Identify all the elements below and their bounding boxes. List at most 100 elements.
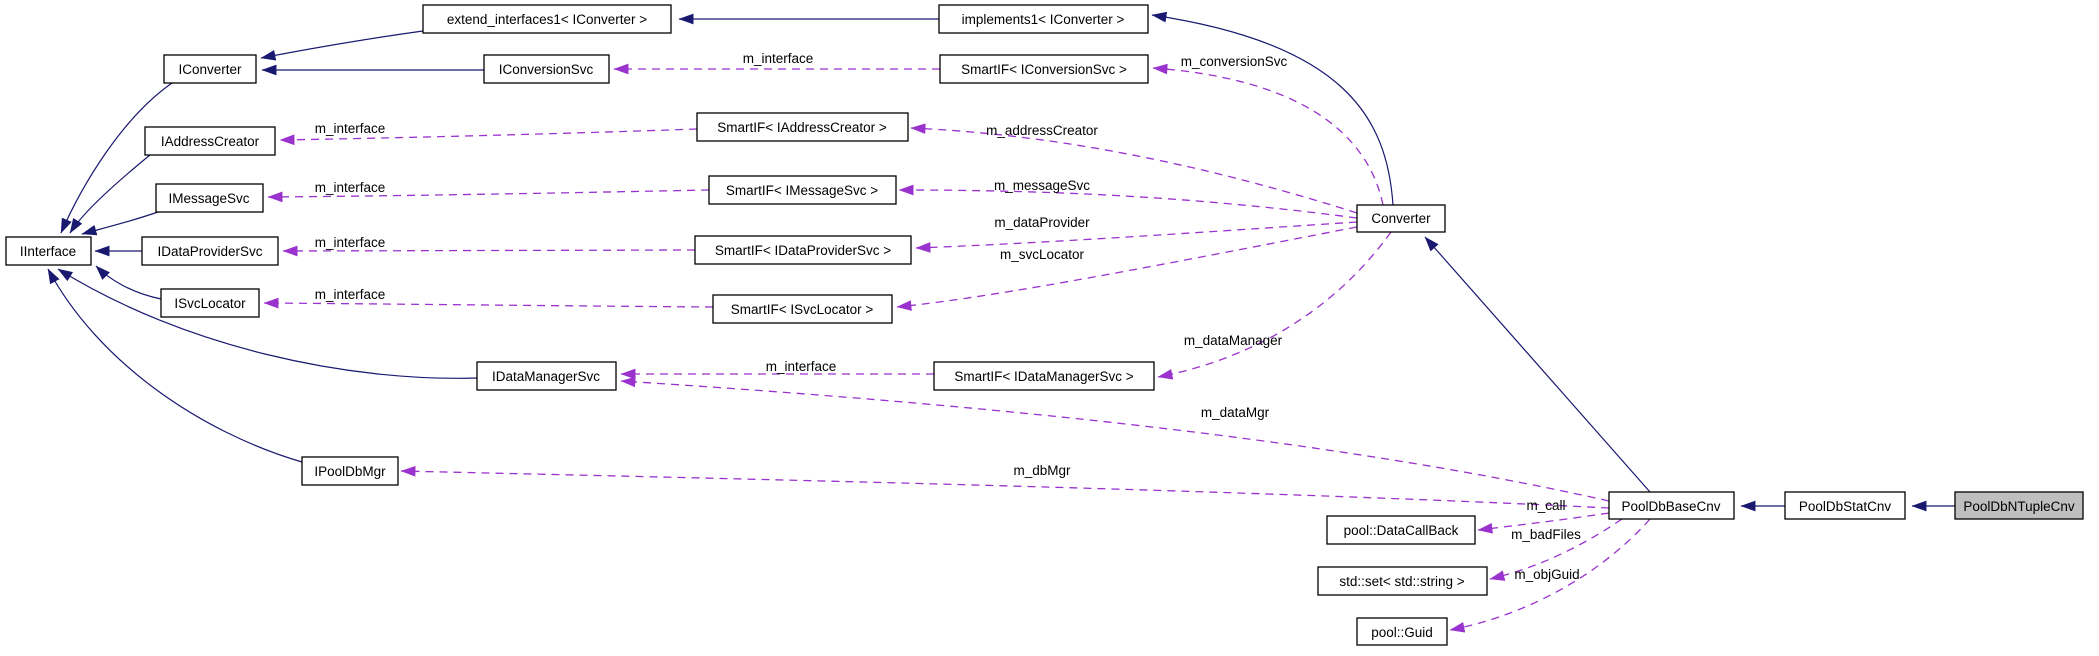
node-box [1326,515,1476,545]
node-isvclocator[interactable]: ISvcLocator [160,288,260,318]
node-box [933,361,1155,391]
edge-label-m-badfiles: m_badFiles [1511,527,1581,542]
node-box [708,175,897,205]
node-iinterface[interactable]: IInterface [5,236,92,266]
node-box [1608,491,1735,520]
edge-smartif-imessagesvc-to-imessagesvc [267,189,710,203]
node-std-set-std-string[interactable]: std::set< std::string > [1317,566,1488,596]
node-label: extend_interfaces1< IConverter > [447,12,647,27]
node-label: pool::DataCallBack [1344,523,1459,538]
inheritance-edges [47,11,1955,512]
edge-label-m-dataprovider: m_dataProvider [994,215,1090,230]
node-label: IPoolDbMgr [314,464,386,479]
node-imessagesvc[interactable]: IMessageSvc [155,183,264,213]
node-label: PoolDbStatCnv [1799,499,1892,514]
edge-pooldbbasecnv-m-datamgr [620,376,1610,502]
node-label: std::set< std::string > [1339,574,1464,589]
node-implements1-iconverter[interactable]: implements1< IConverter > [938,4,1149,34]
node-smartif-isvclocator[interactable]: SmartIF< ISvcLocator > [712,294,893,324]
edge-labels: m_interface m_interface m_interface m_in… [315,51,1581,582]
node-label: PoolDbNTupleCnv [1963,499,2075,514]
node-label: IMessageSvc [168,191,249,206]
node-label: SmartIF< IDataProviderSvc > [715,243,891,258]
node-pooldbbasecnv[interactable]: PoolDbBaseCnv [1608,491,1735,520]
node-smartif-iconversionsvc[interactable]: SmartIF< IConversionSvc > [939,54,1149,84]
node-pool-datacallback[interactable]: pool::DataCallBack [1326,515,1476,545]
node-pool-guid[interactable]: pool::Guid [1356,617,1448,646]
edge-label-m-svclocator: m_svcLocator [1000,247,1085,262]
node-label: implements1< IConverter > [962,12,1125,27]
node-smartif-idataprovidersvc[interactable]: SmartIF< IDataProviderSvc > [694,235,912,265]
node-extend-interfaces1-iconverter[interactable]: extend_interfaces1< IConverter > [422,4,672,34]
node-box [483,54,610,84]
edge-converter-m-addresscreator [910,123,1358,214]
node-ipooldbmgr[interactable]: IPoolDbMgr [301,456,399,486]
edge-pooldbbasecnv-m-badfiles [1489,518,1623,581]
edge-converter-m-svclocator [896,226,1358,311]
edge-label-m-datamgr: m_dataMgr [1201,405,1270,420]
node-smartif-imessagesvc[interactable]: SmartIF< IMessageSvc > [708,175,897,205]
edge-label-m-dbmgr: m_dbMgr [1013,463,1071,478]
node-label: SmartIF< IAddressCreator > [717,120,887,135]
node-pooldbntuplecnv-focus: PoolDbNTupleCnv [1954,491,2084,520]
node-label: IConverter [178,62,242,77]
edge-label-m-objguid: m_objGuid [1514,567,1579,582]
node-box [694,235,912,265]
edge-pooldbbasecnv-to-converter [1424,236,1651,493]
node-label: PoolDbBaseCnv [1621,499,1720,514]
edge-ipooldbmgr-to-iinterface [47,268,303,463]
edge-label-m-interface: m_interface [743,51,814,66]
edge-label-m-interface: m_interface [766,359,837,374]
node-iconversionsvc[interactable]: IConversionSvc [483,54,610,84]
edge-iaddresscreator-to-iinterface [69,154,151,234]
node-label: IAddressCreator [161,134,260,149]
node-box [1954,491,2084,520]
edge-iconverter-to-iinterface [60,82,173,234]
node-label: IDataProviderSvc [157,244,262,259]
node-label: IConversionSvc [499,62,594,77]
node-label: SmartIF< ISvcLocator > [731,302,874,317]
node-box [5,236,92,266]
edge-smartif-idataprovidersvc-to-idataprovidersvc [282,245,696,257]
edge-label-m-interface: m_interface [315,287,386,302]
node-iaddresscreator[interactable]: IAddressCreator [144,126,276,156]
edge-label-m-messagesvc: m_messageSvc [994,178,1090,193]
node-iconverter[interactable]: IConverter [163,54,257,84]
node-box [1356,617,1448,646]
node-box [1317,566,1488,596]
edge-pooldbbasecnv-m-objguid [1449,518,1651,633]
node-smartif-idatamanagersvc[interactable]: SmartIF< IDataManagerSvc > [933,361,1155,391]
node-smartif-iaddresscreator[interactable]: SmartIF< IAddressCreator > [696,112,909,142]
edge-label-m-datamanager: m_dataManager [1184,333,1283,348]
node-box [938,4,1149,34]
node-box [696,112,909,142]
node-box [144,126,276,156]
edge-converter-to-implements1 [1151,11,1394,206]
node-box [1356,204,1446,233]
node-converter[interactable]: Converter [1356,204,1446,233]
node-box [141,236,279,266]
edge-pooldbbasecnv-m-call [1477,512,1610,534]
edge-converter-m-datamanager [1157,231,1392,380]
edge-converter-m-dataprovider [915,221,1358,253]
edge-converter-m-messagesvc [898,184,1358,219]
edge-extend-interfaces1-to-iconverter [260,30,424,61]
node-box [712,294,893,324]
node-box [301,456,399,486]
node-label: Converter [1371,211,1431,226]
node-box [939,54,1149,84]
node-label: SmartIF< IMessageSvc > [726,183,878,198]
node-idataprovidersvc[interactable]: IDataProviderSvc [141,236,279,266]
node-box [160,288,260,318]
edge-label-m-interface: m_interface [315,235,386,250]
node-box [163,54,257,84]
edge-idatamanagersvc-to-iinterface [57,268,478,379]
node-idatamanagersvc[interactable]: IDataManagerSvc [476,361,617,391]
edge-isvclocator-to-iinterface [95,265,162,300]
node-box [476,361,617,391]
node-pooldbstatcnv[interactable]: PoolDbStatCnv [1784,491,1906,520]
edge-label-m-conversionsvc: m_conversionSvc [1181,54,1288,69]
node-label: IInterface [20,244,76,259]
